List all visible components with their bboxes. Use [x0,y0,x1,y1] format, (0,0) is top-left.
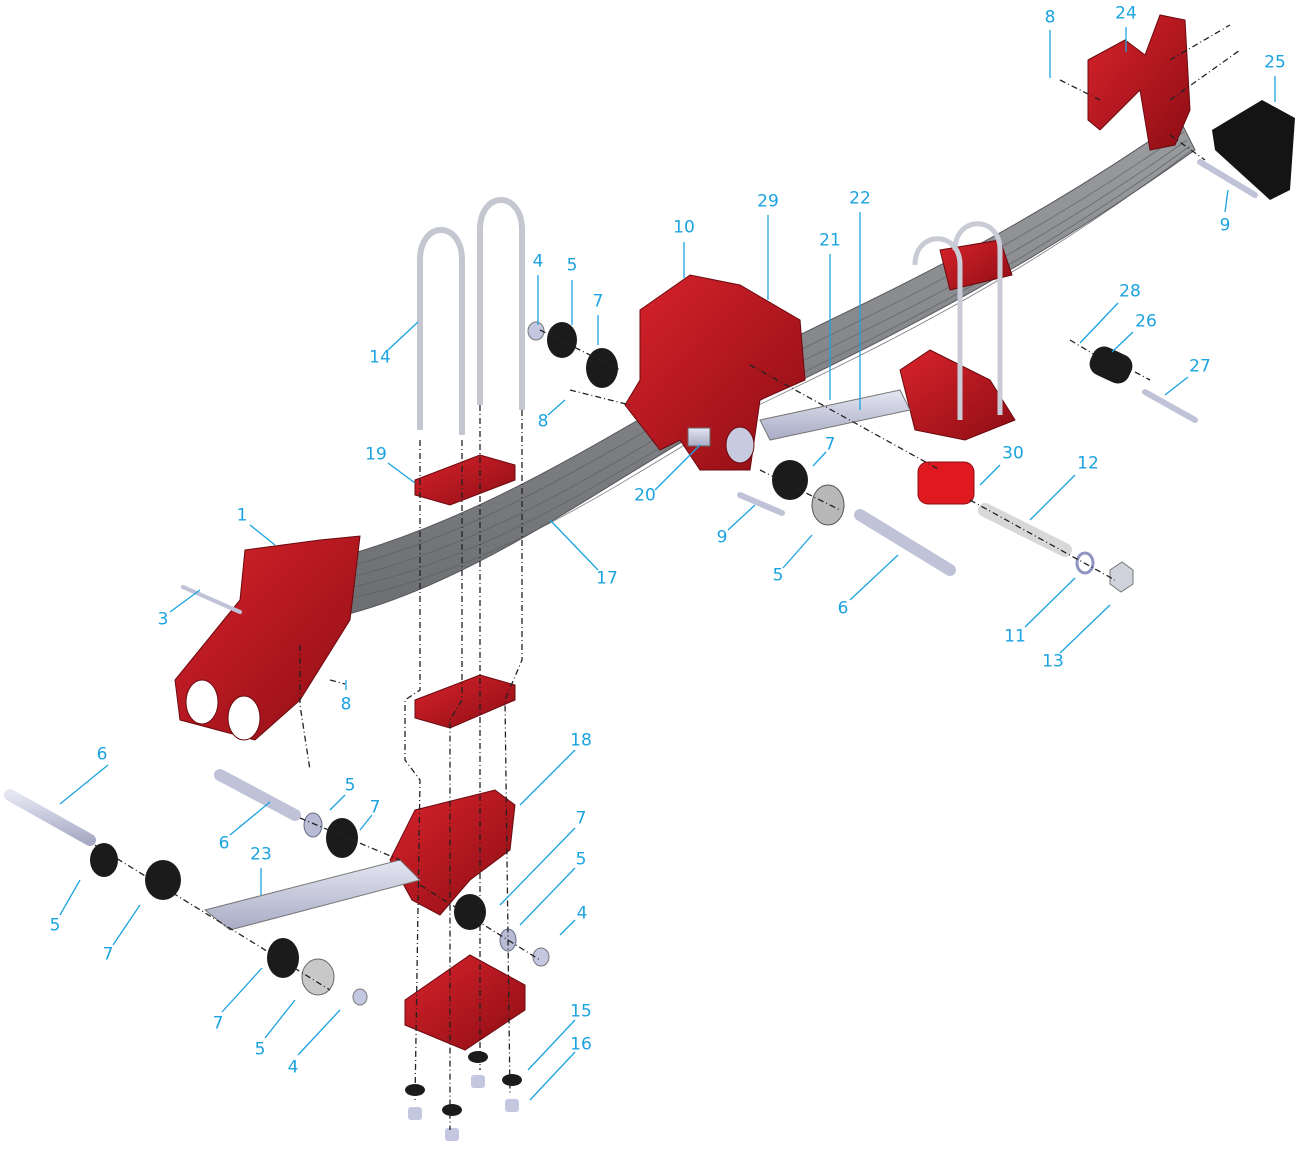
bushing-30 [917,461,975,505]
callout-15: 15 [570,1001,592,1022]
callout-17: 17 [596,568,618,589]
callout-5: 5 [566,255,578,276]
callout-12: 12 [1077,453,1099,474]
callout-7: 7 [212,1013,224,1034]
bolt-6-right [854,509,956,576]
callout-8: 8 [537,411,549,432]
callout-3: 3 [157,609,169,630]
bolt-9-rear [1197,159,1258,198]
callout-6: 6 [837,598,849,619]
bottom-nuts-washers [405,1051,522,1141]
bolt-6-left [4,789,96,846]
callout-9: 9 [716,527,728,548]
axle-seat-right [899,221,1016,441]
callout-4: 4 [532,251,544,272]
callout-19: 19 [365,444,387,465]
callout-30: 30 [1002,443,1024,464]
callout-4: 4 [576,903,588,924]
front-hanger-bracket [174,535,361,741]
spring-pad-top [414,454,516,506]
bolt-9-center [737,492,785,516]
callout-7: 7 [575,808,587,829]
callout-7: 7 [824,434,836,455]
nut-13 [1109,561,1134,593]
u-bolts [417,197,525,435]
callout-24: 24 [1115,3,1137,24]
callout-16: 16 [570,1034,592,1055]
callout-4: 4 [287,1057,299,1078]
callout-27: 27 [1189,356,1211,377]
spring-pad-lower [414,674,516,729]
callout-28: 28 [1119,281,1141,302]
callout-5: 5 [772,565,784,586]
equalizer-bracket [389,789,516,916]
callout-5: 5 [575,849,587,870]
callout-5: 5 [49,915,61,936]
bolt-6-mid [214,769,301,821]
washers-5 [90,322,845,996]
callout-20: 20 [634,485,656,506]
bolt-3 [181,585,242,614]
callout-18: 18 [570,730,592,751]
callout-21: 21 [819,230,841,251]
callout-23: 23 [250,844,272,865]
rubber-bushing-26 [1089,346,1133,384]
rear-hanger-bracket [1087,14,1191,151]
center-hanger-bracket [624,274,806,471]
callout-7: 7 [592,291,604,312]
axle-bottom-plate [404,954,526,1051]
callout-7: 7 [369,797,381,818]
callout-5: 5 [344,775,356,796]
callout-22: 22 [849,188,871,209]
callout-1: 1 [236,505,248,526]
callout-25: 25 [1264,52,1286,73]
callout-26: 26 [1135,311,1157,332]
washer-11 [1075,551,1095,575]
callout-5: 5 [254,1039,266,1060]
callout-10: 10 [673,217,695,238]
nuts-4 [352,321,550,1006]
leader-lines [59,27,1276,1101]
callout-8: 8 [340,694,352,715]
spring-pin-12 [978,503,1072,557]
callout-9: 9 [1219,215,1231,236]
callout-11: 11 [1004,626,1026,647]
callout-13: 13 [1042,651,1064,672]
callout-14: 14 [369,347,391,368]
callout-8: 8 [1044,7,1056,28]
callout-7: 7 [102,944,114,965]
bolt-27 [1142,389,1198,423]
torque-arm-fixed [203,859,421,931]
callout-29: 29 [757,191,779,212]
callout-6: 6 [96,744,108,765]
callout-6: 6 [218,833,230,854]
spring-guard-plate [1212,100,1295,200]
torque-rod-adjustable [759,389,911,441]
